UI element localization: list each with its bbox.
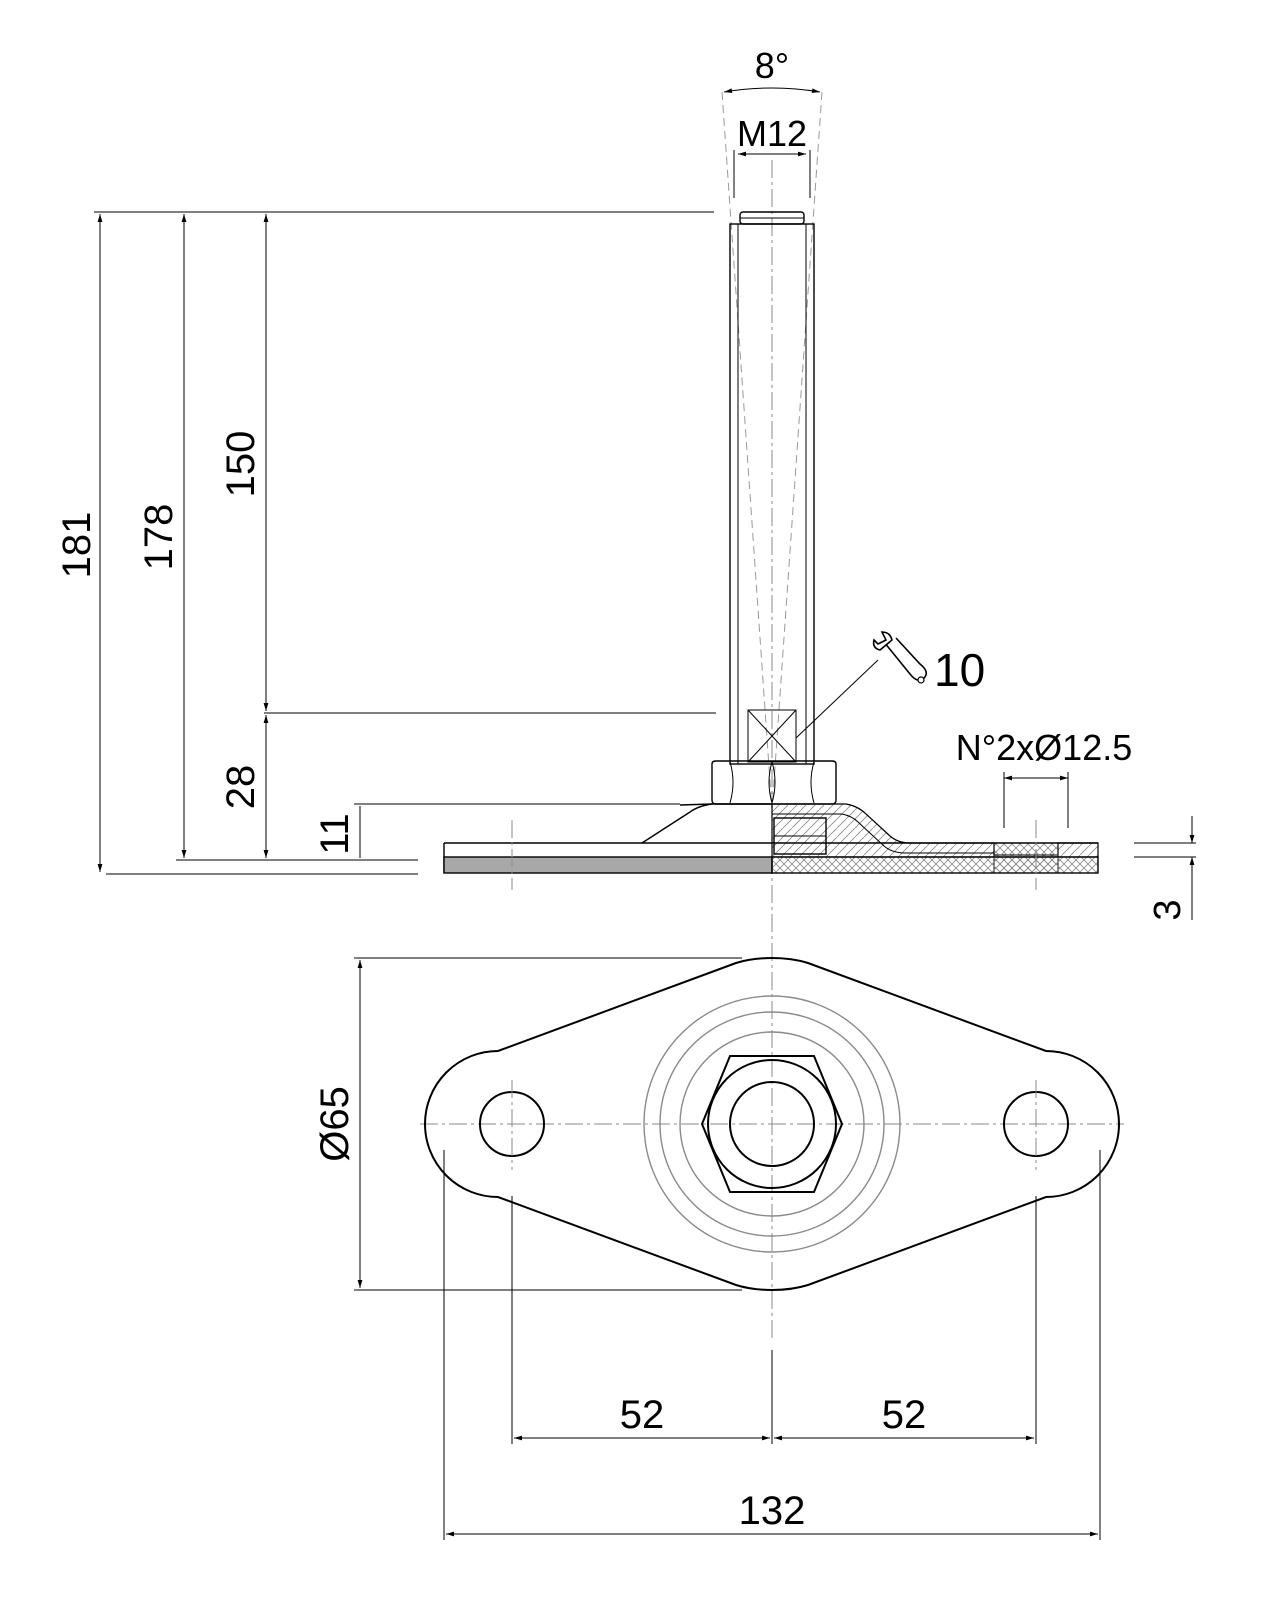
dim-178-label: 178 bbox=[137, 504, 181, 571]
wrench-icon bbox=[872, 631, 928, 684]
dome-circle-mid bbox=[659, 1011, 885, 1237]
dome-circle-inner bbox=[679, 1031, 865, 1217]
flats-cross-2 bbox=[747, 709, 797, 763]
hex-nut-faces bbox=[729, 761, 815, 804]
hex-nut-top bbox=[700, 1055, 844, 1193]
base-section-inner bbox=[772, 813, 994, 854]
top-dimensions: 8° M12 bbox=[723, 45, 821, 198]
thread-label: M12 bbox=[737, 113, 807, 154]
dim-28-label: 28 bbox=[219, 765, 263, 810]
rubber-pad-left bbox=[443, 856, 773, 874]
base-dome-top bbox=[679, 803, 713, 806]
angle-label: 8° bbox=[755, 45, 789, 86]
dim-11-label: 11 bbox=[313, 813, 357, 855]
wrench-leader bbox=[795, 659, 879, 739]
dome-circle-outer bbox=[643, 995, 901, 1253]
right-dimensions: N°2xØ12.5 3 bbox=[956, 727, 1196, 921]
dim-52-left-label: 52 bbox=[620, 1393, 665, 1437]
dim-d65-label: Ø65 bbox=[313, 1086, 357, 1162]
nut-chamfer-circle bbox=[707, 1059, 837, 1189]
dim-52-right-label: 52 bbox=[882, 1393, 927, 1437]
dim-181-label: 181 bbox=[55, 512, 99, 579]
cone-line-right bbox=[771, 91, 823, 811]
plan-view: Ø65 52 52 132 bbox=[313, 956, 1124, 1540]
base-dome-left bbox=[641, 803, 772, 844]
dim-3-label: 3 bbox=[1147, 899, 1189, 920]
dim-150-label: 150 bbox=[219, 431, 263, 498]
dim-132-label: 132 bbox=[739, 1489, 806, 1533]
stem-circle bbox=[729, 1081, 815, 1167]
wrench-size-label: 10 bbox=[934, 644, 985, 696]
base-plate-outline bbox=[424, 956, 1120, 1292]
cone-line-left bbox=[721, 91, 773, 811]
rubber-pad-right bbox=[771, 856, 1099, 874]
angle-arc bbox=[723, 87, 821, 94]
vertical-dimensions: 181 178 150 28 11 bbox=[55, 211, 716, 875]
side-view: 10 bbox=[443, 91, 1099, 1340]
holes-label: N°2xØ12.5 bbox=[956, 727, 1132, 768]
